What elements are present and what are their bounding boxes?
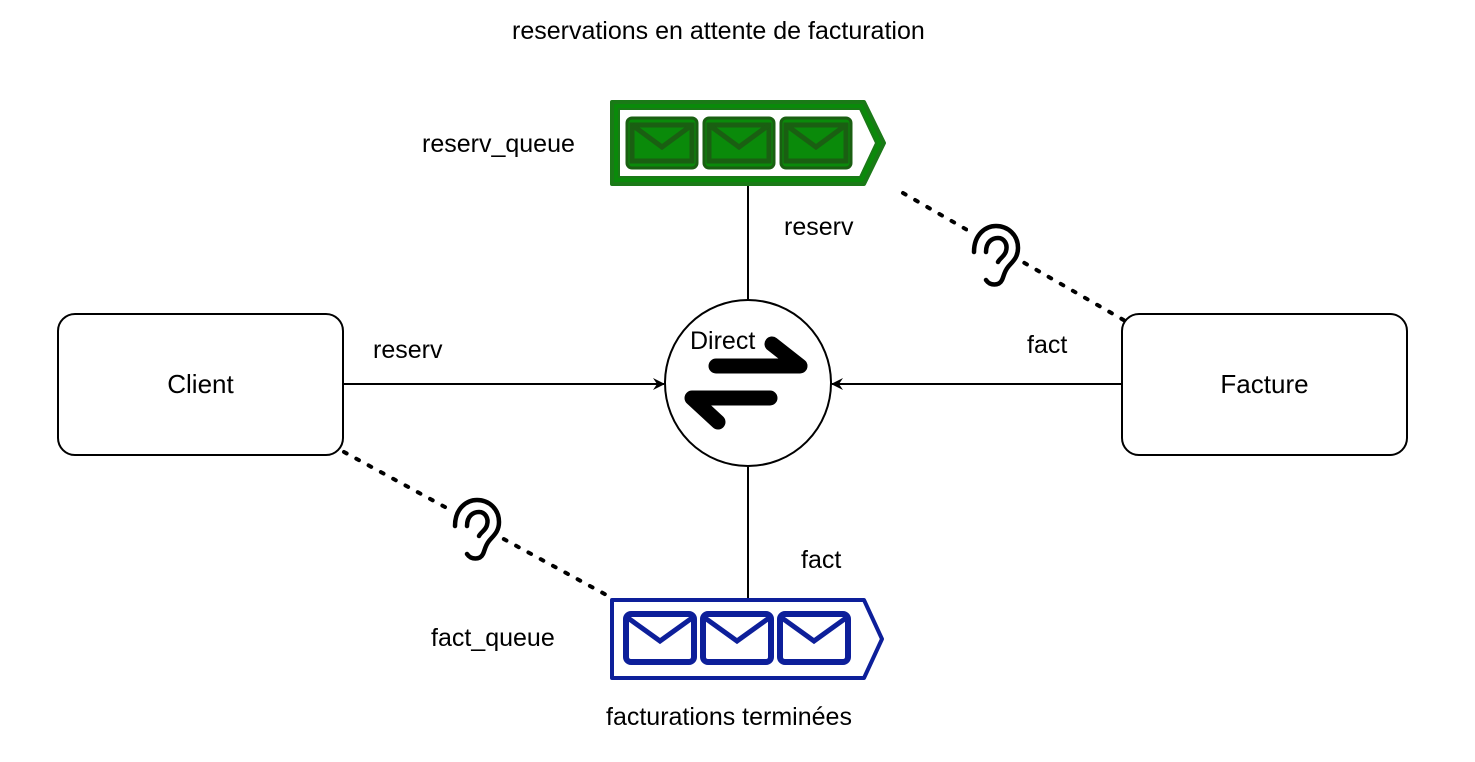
client-label: Client xyxy=(167,369,234,399)
fact-queue[interactable] xyxy=(610,598,884,680)
edge-label-exchange-fact-queue: fact xyxy=(801,546,842,574)
facture-node[interactable]: Facture xyxy=(1121,313,1408,456)
edge-label-facture-exchange: fact xyxy=(1027,331,1068,359)
message-icon xyxy=(623,611,697,665)
message-icon xyxy=(700,611,774,665)
swap-arrows-icon xyxy=(684,336,808,430)
client-node[interactable]: Client xyxy=(57,313,344,456)
fact-queue-name: fact_queue xyxy=(431,624,555,652)
message-icon xyxy=(702,116,776,170)
message-icon xyxy=(779,116,853,170)
edge-label-exchange-reserv-queue: reserv xyxy=(784,213,854,241)
ear-icon xyxy=(968,223,1021,287)
diagram-title: reservations en attente de facturation xyxy=(512,17,925,45)
message-icon xyxy=(777,611,851,665)
diagram-footer: facturations terminées xyxy=(606,703,852,731)
message-icon xyxy=(625,116,699,170)
ear-icon xyxy=(449,497,502,561)
reserv-queue-name: reserv_queue xyxy=(422,130,575,158)
exchange-label: Direct xyxy=(690,327,756,355)
exchange-node[interactable] xyxy=(664,299,832,467)
facture-label: Facture xyxy=(1220,369,1309,399)
reserv-queue[interactable] xyxy=(610,100,886,186)
edge-label-client-exchange: reserv xyxy=(373,336,443,364)
